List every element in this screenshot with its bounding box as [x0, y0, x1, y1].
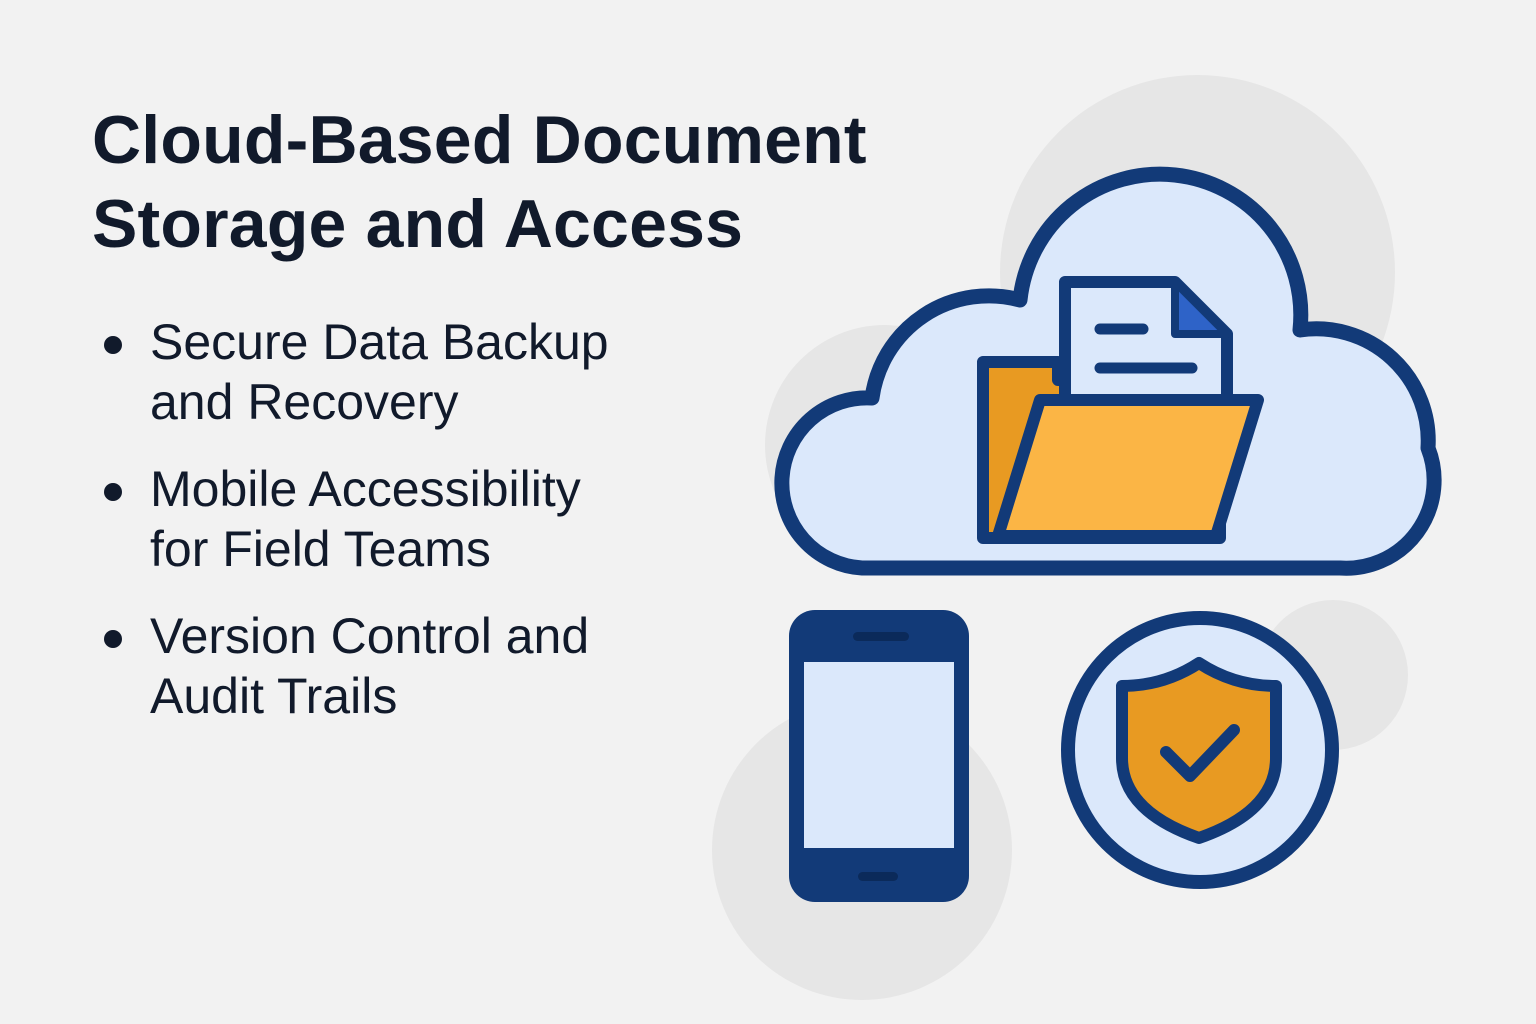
- feature-item-text: for Field Teams: [150, 521, 491, 577]
- feature-item-text: Mobile Accessibility: [150, 461, 581, 517]
- feature-item-text: Version Control and: [150, 608, 590, 664]
- bullet-dot: [104, 630, 122, 648]
- bullet-dot: [104, 336, 122, 354]
- feature-item-version-control: Version Control and Audit Trails: [100, 606, 609, 726]
- page-title: Cloud-Based Document Storage and Access: [92, 98, 867, 266]
- shield-check-icon: [1061, 611, 1339, 889]
- document-icon: [1059, 276, 1233, 426]
- smartphone-icon: [789, 610, 969, 902]
- feature-item-text: Audit Trails: [150, 668, 398, 724]
- title-line-1: Cloud-Based Document: [92, 102, 867, 178]
- feature-item-mobile: Mobile Accessibility for Field Teams: [100, 459, 609, 579]
- bullet-dot: [104, 483, 122, 501]
- feature-item-backup: Secure Data Backup and Recovery: [100, 312, 609, 432]
- feature-item-text: and Recovery: [150, 374, 459, 430]
- feature-item-text: Secure Data Backup: [150, 314, 609, 370]
- folder-front-icon: [992, 394, 1264, 542]
- title-line-2: Storage and Access: [92, 186, 744, 262]
- feature-list: Secure Data Backup and Recovery Mobile A…: [100, 312, 609, 753]
